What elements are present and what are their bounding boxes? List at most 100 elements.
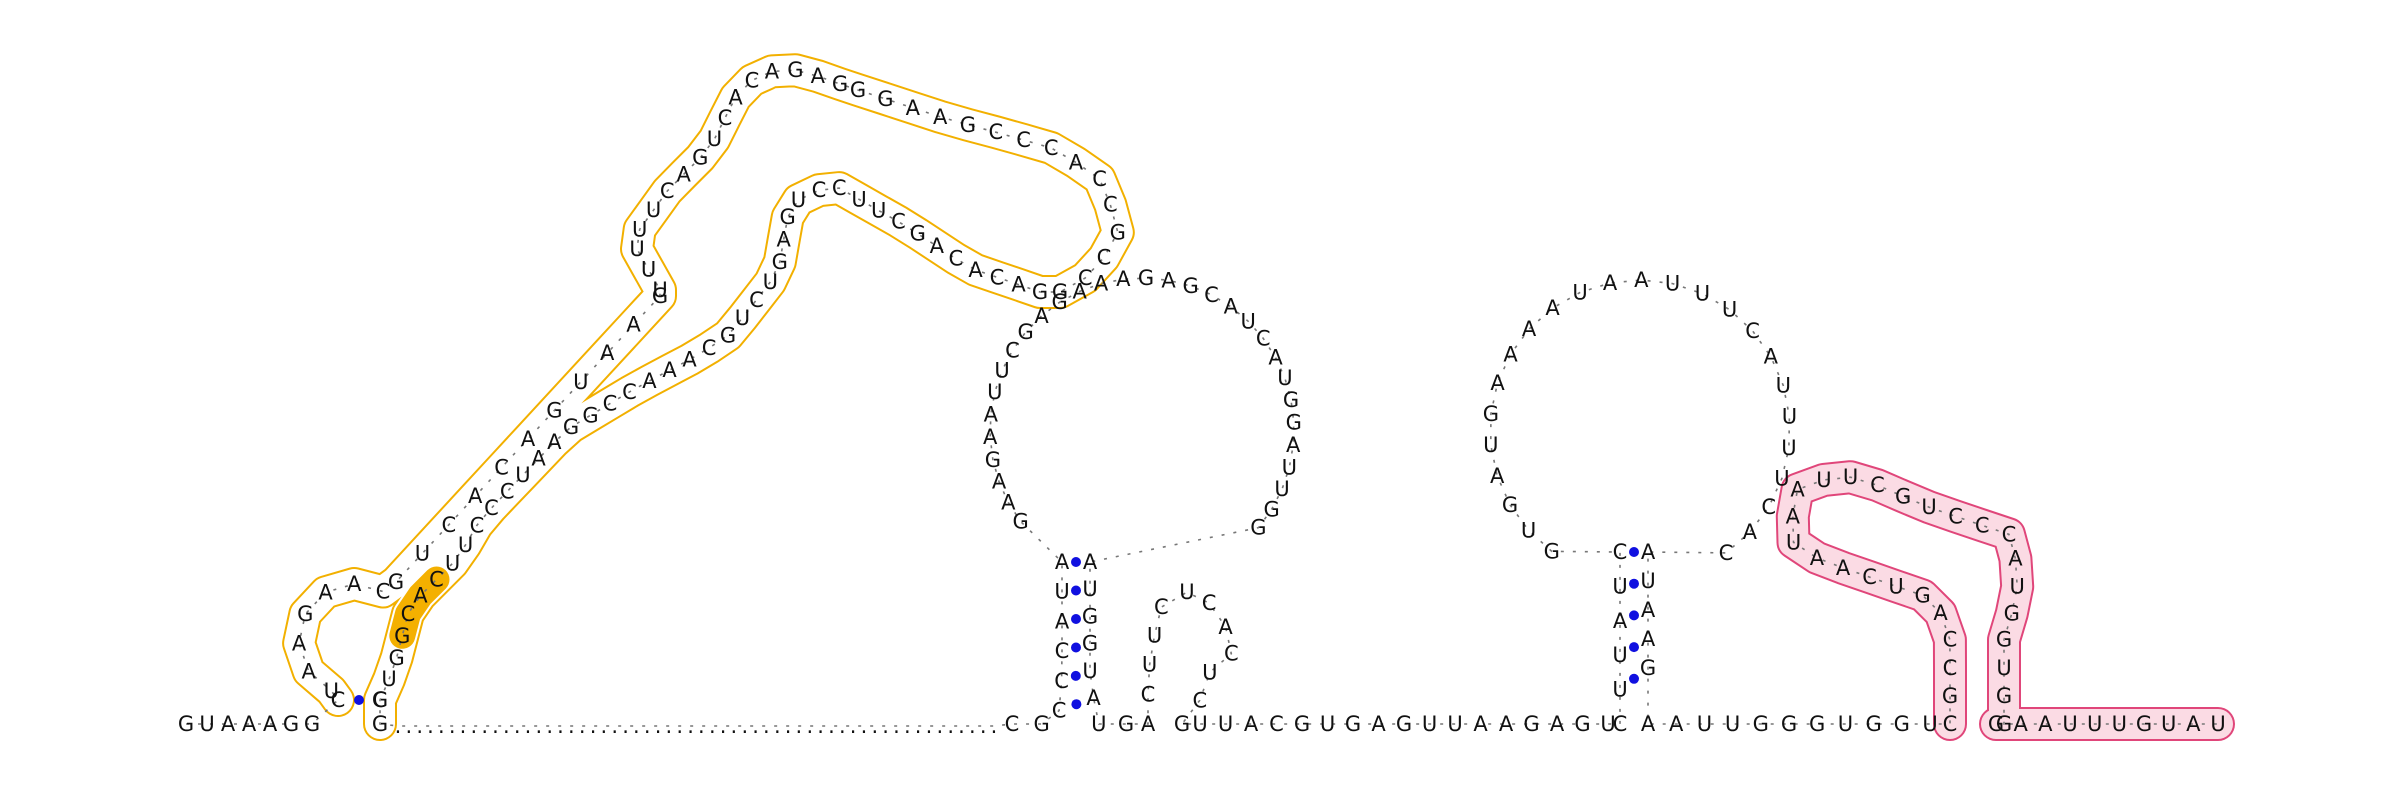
nucleotide: C: [988, 120, 1003, 144]
nucleotide: U: [1202, 660, 1217, 684]
nucleotide: G: [1865, 712, 1881, 736]
nucleotide: U: [1241, 309, 1256, 333]
nucleotide: C: [484, 496, 499, 520]
nucleotide: .: [991, 714, 998, 738]
nucleotide: A: [1786, 504, 1801, 528]
nucleotide: G: [1894, 712, 1910, 736]
nucleotide: G: [1052, 290, 1068, 314]
nucleotide: C: [1745, 319, 1760, 343]
nucleotide: C: [1044, 136, 1059, 160]
nucleotide: G: [1396, 712, 1412, 736]
nucleotide: U: [1600, 712, 1615, 736]
nucleotide: C: [1948, 504, 1963, 528]
nucleotide: A: [1116, 267, 1131, 291]
nucleotide: A: [547, 430, 562, 454]
nucleotide: U: [1922, 712, 1937, 736]
nucleotide: .: [611, 714, 618, 738]
nucleotide: U: [1776, 374, 1791, 398]
nucleotide: A: [347, 572, 362, 596]
nucleotide: .: [893, 714, 900, 738]
nucleotide: A: [1810, 546, 1825, 570]
nucleotide: .: [904, 714, 911, 738]
nucleotide: G: [1250, 516, 1266, 540]
nucleotide: U: [515, 463, 530, 487]
nucleotide: U: [735, 306, 750, 330]
nucleotide: U: [641, 258, 656, 282]
nucleotide: .: [536, 714, 543, 738]
nucleotide: U: [1447, 712, 1462, 736]
nucleotide: A: [521, 427, 536, 451]
nucleotide: G: [1544, 539, 1560, 563]
nucleotide: G: [1753, 712, 1769, 736]
nucleotide: G: [1018, 320, 1034, 344]
nucleotide: .: [687, 714, 694, 738]
nucleotide: U: [1142, 653, 1157, 677]
nucleotide: U: [1147, 624, 1162, 648]
nucleotide: U: [2062, 712, 2077, 736]
nucleotide: A: [968, 258, 983, 282]
nucleotide: C: [1943, 628, 1958, 652]
nucleotide: A: [933, 105, 948, 129]
nucleotide: U: [573, 370, 588, 394]
nucleotide: C: [1204, 283, 1219, 307]
nucleotide: C: [2002, 522, 2017, 546]
nucleotide: U: [1697, 712, 1712, 736]
nucleotide: .: [655, 714, 662, 738]
nucleotide: G: [1174, 712, 1190, 736]
nucleotide: A: [1641, 540, 1656, 564]
base-pair-markers: [354, 547, 1639, 710]
nucleotide: C: [331, 688, 346, 712]
nucleotide: A: [1011, 273, 1026, 297]
nucleotide: A: [2014, 712, 2029, 736]
nucleotide: G: [1110, 220, 1126, 244]
nucleotide: G: [372, 712, 388, 736]
nucleotide: G: [297, 602, 313, 626]
nucleotide: .: [861, 714, 868, 738]
nucleotide: G: [304, 712, 320, 736]
nucleotide: A: [600, 341, 615, 365]
nucleotide: C: [1613, 712, 1628, 736]
nucleotide: U: [1921, 495, 1936, 519]
nucleotide: .: [947, 714, 954, 738]
base-pair: [1071, 699, 1082, 710]
nucleotide: U: [646, 198, 661, 222]
nucleotide: C: [1016, 128, 1031, 152]
nucleotide: U: [707, 127, 722, 151]
nucleotide: .: [839, 714, 846, 738]
nucleotide: C: [891, 210, 906, 234]
nucleotide: G: [1996, 684, 2012, 708]
nucleotide: U: [1218, 712, 1233, 736]
nucleotide: A: [811, 64, 826, 88]
nucleotide: C: [948, 247, 963, 271]
nucleotide: C: [622, 380, 637, 404]
base-pair: [1629, 673, 1639, 684]
nucleotide: U: [1843, 465, 1858, 489]
nucleotide: .: [785, 714, 792, 738]
nucleotide: U: [652, 278, 667, 302]
nucleotide: .: [568, 714, 575, 738]
nucleotide: U: [1483, 433, 1498, 457]
nucleotide: U: [1816, 468, 1831, 492]
nucleotide: U: [1521, 518, 1536, 542]
nucleotide: .: [936, 714, 943, 738]
nucleotide: G: [1283, 388, 1299, 412]
nucleotide: C: [1975, 513, 1990, 537]
nucleotide: A: [1545, 296, 1560, 320]
nucleotide: C: [660, 179, 675, 203]
nucleotide: .: [471, 714, 478, 738]
nucleotide: C: [1103, 193, 1118, 217]
nucleotide: U: [1572, 281, 1587, 305]
nucleotide: C: [494, 456, 509, 480]
nucleotide: U: [381, 667, 396, 691]
nucleotide: G: [720, 323, 736, 347]
nucleotide: A: [1490, 464, 1505, 488]
nucleotide: U: [1082, 659, 1097, 683]
nucleotide: C: [500, 480, 515, 504]
nucleotide: .: [416, 714, 423, 738]
nucleotide: G: [1012, 510, 1028, 534]
nucleotide: A: [642, 369, 657, 393]
nucleotide: G: [582, 403, 598, 427]
nucleotide: G: [178, 712, 194, 736]
